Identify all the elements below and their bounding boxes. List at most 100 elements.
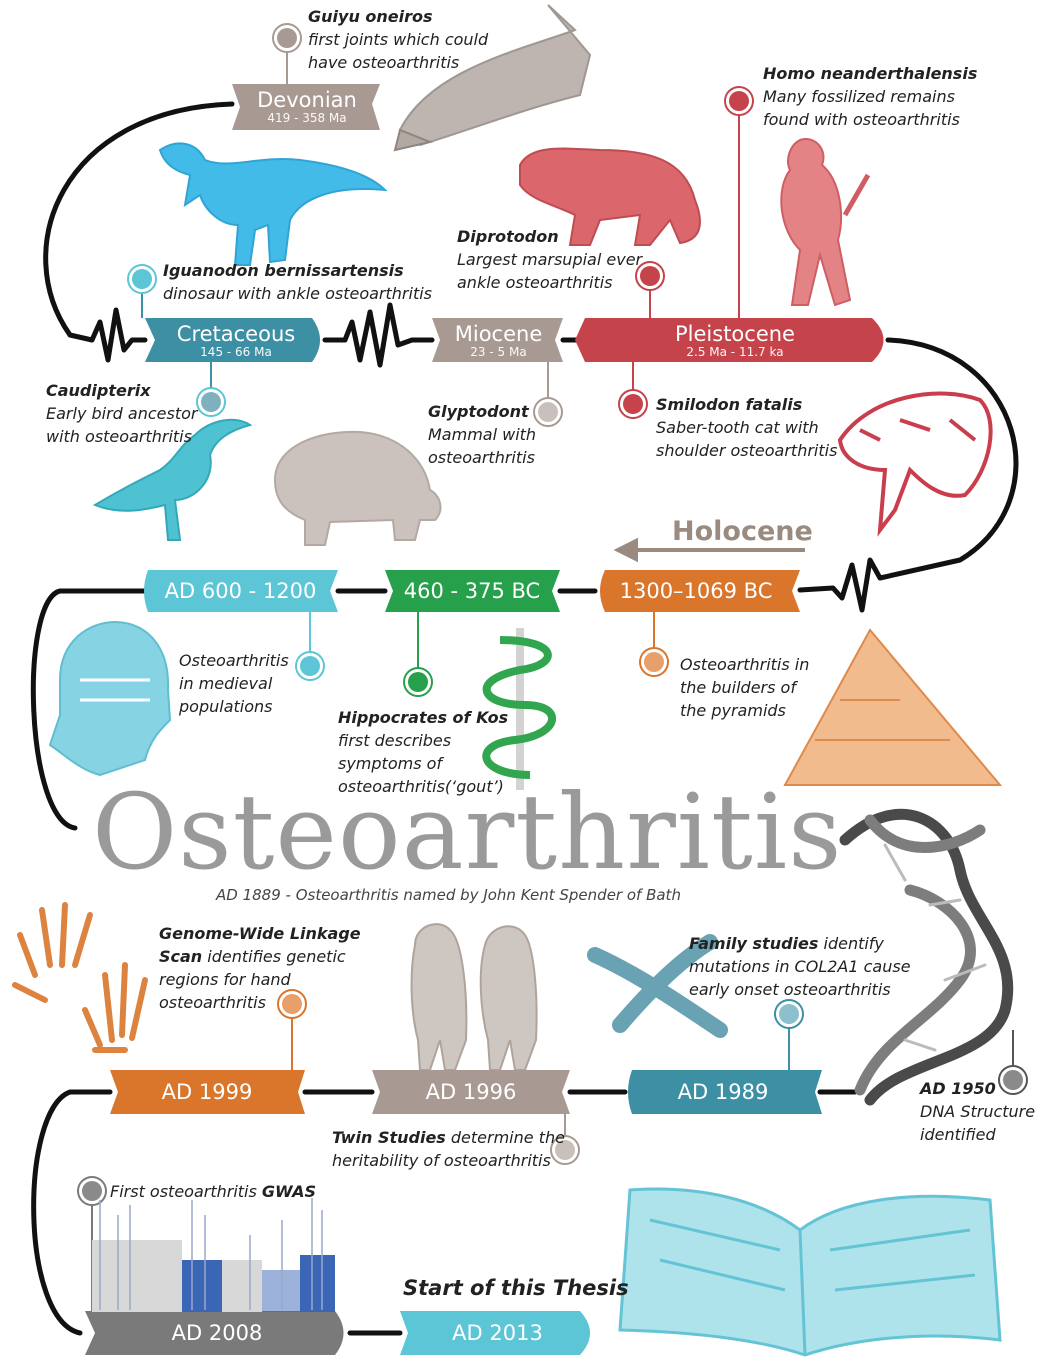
hand-bones-illustration bbox=[15, 905, 145, 1050]
event-iguanodon: Iguanodon bernissartensis dinosaur with … bbox=[163, 259, 432, 305]
period-1300bc: 1300–1069 BC bbox=[600, 570, 792, 612]
dinosaur-illustration bbox=[160, 143, 385, 265]
event-name: Diprotodon bbox=[457, 227, 559, 246]
event-twin-studies: Twin Studies determine the heritability … bbox=[332, 1126, 565, 1172]
event-name: Hippocrates of Kos bbox=[338, 708, 508, 727]
event-text: shoulder osteoarthritis bbox=[656, 441, 837, 460]
period-cretaceous: Cretaceous 145 - 66 Ma bbox=[150, 318, 322, 362]
period-name: AD 1989 bbox=[628, 1070, 818, 1114]
event-dna-structure: AD 1950 DNA Structure identified bbox=[920, 1077, 1035, 1146]
helmet-illustration bbox=[50, 622, 170, 775]
event-name: Iguanodon bernissartensis bbox=[163, 261, 404, 280]
event-name: Scan bbox=[159, 947, 202, 966]
period-ad2013: AD 2013 bbox=[405, 1311, 590, 1355]
period-pleistocene: Pleistocene 2.5 Ma - 11.7 ka bbox=[590, 318, 880, 362]
event-text: have osteoarthritis bbox=[308, 53, 459, 72]
main-title: Osteoarthritis bbox=[92, 780, 842, 884]
event-text: the builders of bbox=[680, 678, 796, 697]
holocene-label: Holocene bbox=[672, 516, 813, 547]
period-range: 419 - 358 Ma bbox=[240, 112, 374, 125]
event-name: Genome-Wide Linkage bbox=[159, 924, 361, 943]
period-name: Pleistocene bbox=[590, 318, 880, 346]
period-name: AD 2013 bbox=[405, 1311, 590, 1355]
event-name: AD 1950 bbox=[920, 1079, 996, 1098]
period-ad2008: AD 2008 bbox=[92, 1311, 342, 1355]
event-text: DNA Structure bbox=[920, 1102, 1035, 1121]
event-text: First osteoarthritis bbox=[110, 1182, 262, 1201]
period-name: Cretaceous bbox=[150, 318, 322, 346]
event-text: Largest marsupial ever bbox=[457, 250, 642, 269]
event-name: GWAS bbox=[262, 1182, 316, 1201]
event-guiyu: Guiyu oneiros first joints which could h… bbox=[308, 5, 488, 74]
event-text: first describes bbox=[338, 731, 451, 750]
glyptodont-illustration bbox=[275, 432, 440, 545]
event-text: early onset osteoarthritis bbox=[689, 980, 891, 999]
event-text: ankle osteoarthritis bbox=[457, 273, 613, 292]
event-text: identified bbox=[920, 1125, 996, 1144]
event-name: Caudipterix bbox=[46, 381, 151, 400]
event-text: the pyramids bbox=[680, 701, 786, 720]
event-genome-linkage: Genome-Wide Linkage Scan identifies gene… bbox=[159, 922, 361, 1014]
period-name: AD 1999 bbox=[112, 1070, 302, 1114]
event-text: osteoarthritis bbox=[428, 448, 535, 467]
event-text: first joints which could bbox=[308, 30, 488, 49]
event-text: determine the bbox=[446, 1128, 565, 1147]
period-name: AD 2008 bbox=[92, 1311, 342, 1355]
period-name: 1300–1069 BC bbox=[600, 570, 792, 612]
event-glyptodont: Glyptodont Mammal with osteoarthritis bbox=[428, 400, 536, 469]
gwas-plot-illustration bbox=[92, 1198, 335, 1312]
event-text: Many fossilized remains bbox=[763, 87, 955, 106]
pyramid-illustration bbox=[785, 630, 1000, 785]
event-text: populations bbox=[179, 697, 272, 716]
event-name: Homo neanderthalensis bbox=[763, 64, 977, 83]
sabertooth-illustration bbox=[840, 393, 991, 530]
event-gwas: First osteoarthritis GWAS bbox=[110, 1180, 316, 1203]
period-range: 145 - 66 Ma bbox=[150, 346, 322, 359]
book-illustration bbox=[620, 1189, 1000, 1355]
period-name: Miocene bbox=[436, 318, 561, 346]
period-ad1996: AD 1996 bbox=[376, 1070, 566, 1114]
event-text: with osteoarthritis bbox=[46, 427, 192, 446]
event-text: in medieval bbox=[179, 674, 272, 693]
event-smilodon: Smilodon fatalis Saber-tooth cat with sh… bbox=[656, 393, 837, 462]
event-text: found with osteoarthritis bbox=[763, 110, 960, 129]
period-name: 460 - 375 BC bbox=[388, 570, 556, 612]
period-miocene: Miocene 23 - 5 Ma bbox=[436, 318, 561, 362]
event-text: regions for hand bbox=[159, 970, 291, 989]
event-text: dinosaur with ankle osteoarthritis bbox=[163, 284, 432, 303]
event-text: Osteoarthritis bbox=[179, 651, 289, 670]
event-name: Glyptodont bbox=[428, 402, 529, 421]
event-text: heritability of osteoarthritis bbox=[332, 1151, 551, 1170]
event-text: mutations in COL2A1 cause bbox=[689, 957, 911, 976]
period-name: AD 1996 bbox=[376, 1070, 566, 1114]
event-name: Guiyu oneiros bbox=[308, 7, 433, 26]
period-ad1999: AD 1999 bbox=[112, 1070, 302, 1114]
twins-illustration bbox=[412, 924, 537, 1070]
event-family-studies: Family studies identify mutations in COL… bbox=[689, 932, 911, 1001]
period-range: 2.5 Ma - 11.7 ka bbox=[590, 346, 880, 359]
thesis-label: Start of this Thesis bbox=[403, 1276, 629, 1300]
event-caudipterix: Caudipterix Early bird ancestor with ost… bbox=[46, 379, 197, 448]
event-name: Smilodon fatalis bbox=[656, 395, 802, 414]
event-neanderthal: Homo neanderthalensis Many fossilized re… bbox=[763, 62, 977, 131]
event-name: Family studies bbox=[689, 934, 818, 953]
event-name: Twin Studies bbox=[332, 1128, 446, 1147]
event-text: osteoarthritis bbox=[159, 993, 266, 1012]
period-range: 23 - 5 Ma bbox=[436, 346, 561, 359]
event-pyramids: Osteoarthritis in the builders of the py… bbox=[680, 653, 809, 722]
period-name: AD 600 - 1200 bbox=[148, 570, 333, 612]
period-460bc: 460 - 375 BC bbox=[388, 570, 556, 612]
event-medieval: Osteoarthritis in medieval populations bbox=[179, 649, 289, 718]
event-text: Osteoarthritis in bbox=[680, 655, 809, 674]
period-name: Devonian bbox=[240, 84, 374, 112]
period-ad1989: AD 1989 bbox=[628, 1070, 818, 1114]
period-devonian: Devonian 419 - 358 Ma bbox=[240, 84, 374, 130]
event-text: identify bbox=[818, 934, 884, 953]
event-text: Saber-tooth cat with bbox=[656, 418, 819, 437]
event-diprotodon: Diprotodon Largest marsupial ever ankle … bbox=[457, 225, 642, 294]
naming-caption: AD 1889 - Osteoarthritis named by John K… bbox=[216, 886, 681, 904]
event-text: identifies genetic bbox=[202, 947, 346, 966]
event-text: Early bird ancestor bbox=[46, 404, 197, 423]
event-text: Mammal with bbox=[428, 425, 536, 444]
